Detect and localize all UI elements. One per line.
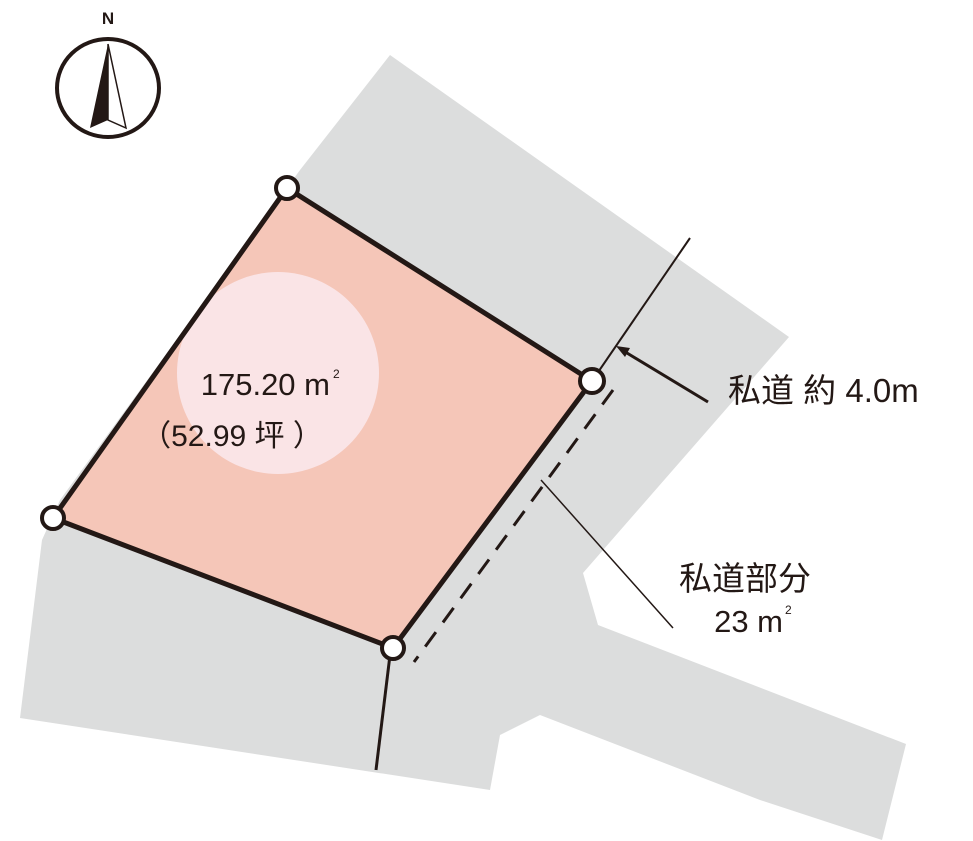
private-road-portion-sup: 2 bbox=[785, 603, 792, 617]
private-road-dashed-line bbox=[412, 389, 615, 663]
road-width-arrow bbox=[621, 348, 709, 404]
private-road-portion-area: 23 m bbox=[714, 604, 783, 639]
lot-area-m2: 175.20 m bbox=[201, 367, 330, 402]
boundary-pins bbox=[40, 175, 606, 661]
boundary-pin bbox=[380, 635, 406, 661]
arrow-head-icon bbox=[616, 346, 630, 357]
compass: N bbox=[55, 9, 161, 139]
compass-north-label: N bbox=[102, 9, 114, 28]
lot-area-tsubo: （52.99 坪 ） bbox=[141, 420, 323, 453]
lot-highlight-circle bbox=[177, 272, 379, 474]
boundary-pin bbox=[578, 367, 606, 395]
north-arrow-icon-half bbox=[107, 43, 128, 130]
private-road-portion-label: 私道部分 bbox=[679, 560, 811, 597]
road-edge-line bbox=[591, 237, 691, 382]
boundary-pin bbox=[274, 175, 300, 201]
compass-circle bbox=[55, 37, 161, 139]
boundary-pin bbox=[40, 505, 66, 531]
private-road-width-label: 私道 約 4.0m bbox=[728, 372, 919, 409]
road-portion-leader-line bbox=[540, 479, 674, 629]
boundary-line-south bbox=[374, 654, 392, 771]
lot-area-sup: 2 bbox=[333, 367, 340, 381]
north-arrow-icon bbox=[90, 44, 108, 128]
